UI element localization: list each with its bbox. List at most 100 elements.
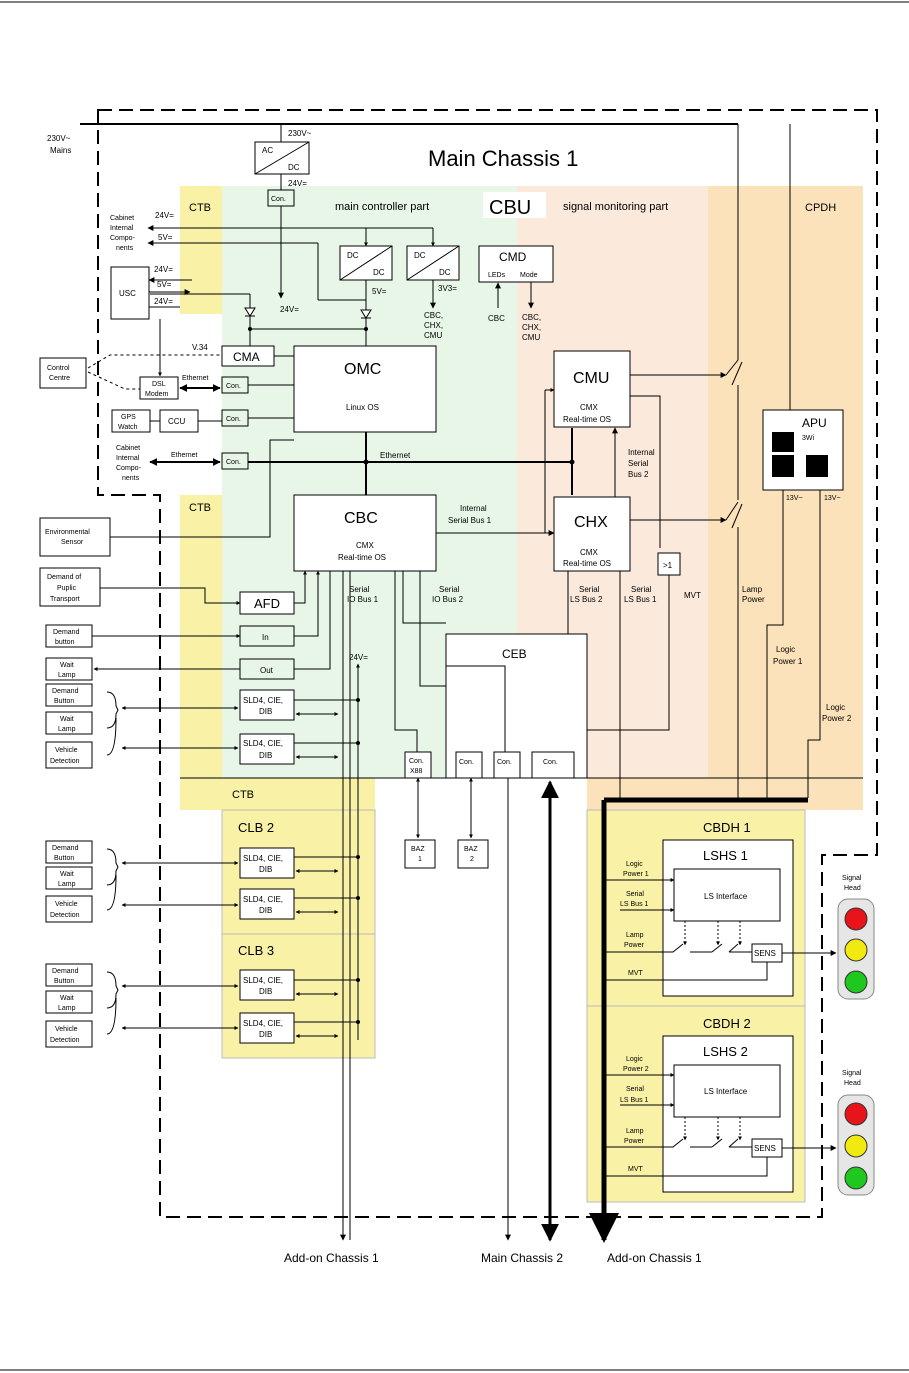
environmental-sensor (39, 517, 111, 557)
svg-text:DC: DC (347, 251, 359, 260)
svg-text:Con.: Con. (543, 759, 558, 766)
svg-text:Serial: Serial (628, 459, 649, 468)
svg-text:Vehicle: Vehicle (55, 901, 78, 908)
svg-text:Demand: Demand (53, 629, 80, 636)
v3v3-label: 3V3= (438, 284, 457, 293)
ctb-label-mid: CTB (189, 502, 211, 514)
sld-module-3 (239, 847, 295, 879)
svg-text:SENS: SENS (754, 1144, 776, 1153)
svg-text:Real-time OS: Real-time OS (338, 553, 386, 562)
ctb-label-top: CTB (189, 202, 211, 214)
svg-text:Compo-: Compo- (116, 465, 142, 472)
svg-text:LS Bus 1: LS Bus 1 (620, 901, 649, 908)
svg-text:Ethernet: Ethernet (171, 452, 198, 459)
svg-text:Internal: Internal (460, 504, 487, 513)
svg-text:Vehicle: Vehicle (55, 1026, 78, 1033)
svg-text:Wait: Wait (60, 662, 74, 669)
svg-text:Real-time OS: Real-time OS (563, 415, 611, 424)
svg-text:LS Bus 1: LS Bus 1 (624, 595, 657, 604)
svg-text:Lamp: Lamp (58, 726, 76, 733)
demand-public-transport (39, 567, 101, 607)
svg-text:Modem: Modem (145, 391, 169, 398)
ethernet-label: Ethernet (380, 451, 411, 460)
svg-text:SENS: SENS (754, 949, 776, 958)
control-centre (39, 357, 87, 389)
svg-text:Puplic: Puplic (57, 585, 77, 592)
svg-text:DIB: DIB (259, 987, 272, 996)
cabinet1-l3: Compo- (110, 235, 136, 242)
chassis-outline (97, 109, 878, 1218)
svg-text:Con.: Con. (226, 383, 241, 390)
svg-text:Wait: Wait (60, 995, 74, 1002)
cmd-cbc-label: CBC (488, 314, 505, 323)
svg-text:CMU: CMU (424, 331, 442, 340)
svg-text:Detection: Detection (50, 758, 80, 765)
svg-text:SLD4, CIE,: SLD4, CIE, (243, 976, 283, 985)
v34-label: V.34 (192, 343, 208, 352)
svg-text:24V=: 24V= (154, 297, 173, 306)
mains-label-2: Mains (50, 146, 71, 155)
svg-text:button: button (55, 639, 75, 646)
svg-text:CMX: CMX (580, 548, 598, 557)
svg-text:Button: Button (54, 698, 74, 705)
svg-text:Ethernet: Ethernet (182, 375, 209, 382)
svg-text:Control: Control (47, 365, 70, 372)
svg-text:CBC,: CBC, (424, 311, 443, 320)
cbc-label: CBC (344, 510, 378, 527)
cpdh-label: CPDH (805, 202, 836, 214)
ac-input-label: 230V~ (288, 129, 312, 138)
svg-text:Wait: Wait (60, 716, 74, 723)
main-controller-label: main controller part (335, 201, 429, 213)
sld-module-6 (239, 1012, 295, 1044)
svg-text:Button: Button (54, 978, 74, 985)
svg-text:Con.: Con. (409, 758, 424, 765)
addon-chassis-right: Add-on Chassis 1 (607, 1251, 702, 1265)
svg-text:DIB: DIB (259, 906, 272, 915)
svg-text:>1: >1 (663, 561, 673, 570)
svg-text:DC: DC (414, 251, 426, 260)
svg-text:SLD4, CIE,: SLD4, CIE, (243, 895, 283, 904)
sld-group-clb3: Demand Button Wait Lamp Vehicle Detectio… (45, 963, 360, 1048)
dsl-modem (139, 376, 179, 400)
dc-text: DC (288, 163, 300, 172)
svg-text:Centre: Centre (49, 375, 70, 382)
ceb-label: CEB (502, 647, 527, 661)
svg-text:Serial: Serial (579, 585, 600, 594)
svg-text:DSL: DSL (152, 381, 166, 388)
ac-text: AC (262, 146, 273, 155)
svg-text:Cabinet: Cabinet (116, 445, 140, 452)
svg-text:Lamp: Lamp (626, 932, 644, 939)
svg-text:Demand: Demand (52, 968, 79, 975)
svg-text:Power 1: Power 1 (773, 657, 803, 666)
svg-text:CHX,: CHX, (522, 323, 541, 332)
cpdh-bottom-strip (587, 778, 863, 810)
svg-text:Out: Out (260, 666, 274, 675)
con-x88 (404, 751, 432, 779)
svg-text:Internal: Internal (116, 455, 140, 462)
usc-label: USC (119, 289, 136, 298)
svg-text:Con.: Con. (459, 759, 474, 766)
v24-label-ctrl: 24V= (280, 305, 299, 314)
svg-text:Demand of: Demand of (47, 574, 81, 581)
ls-interface-1 (673, 868, 781, 922)
svg-text:DIB: DIB (259, 751, 272, 760)
svg-text:SLD4, CIE,: SLD4, CIE, (243, 739, 283, 748)
svg-text:MVT: MVT (628, 970, 644, 977)
cmd-mode: Mode (520, 272, 538, 279)
con-baz2 (455, 751, 483, 779)
svg-text:Signal: Signal (842, 875, 862, 882)
ctb-label-bottom: CTB (232, 789, 254, 801)
v24-cabinet: 24V= (155, 211, 174, 220)
svg-text:Lamp: Lamp (742, 585, 763, 594)
svg-text:Wait: Wait (60, 871, 74, 878)
cbu-label: CBU (489, 197, 531, 219)
svg-text:LSHS 1: LSHS 1 (703, 848, 748, 863)
svg-text:Demand: Demand (52, 845, 79, 852)
svg-text:Internal: Internal (628, 448, 655, 457)
sld-group-clb2: Demand Button Wait Lamp Vehicle Detectio… (45, 840, 360, 923)
svg-text:LS Interface: LS Interface (704, 1087, 748, 1096)
svg-text:Environmental: Environmental (45, 529, 90, 536)
svg-text:CCU: CCU (168, 417, 186, 426)
usc-block (110, 266, 150, 320)
